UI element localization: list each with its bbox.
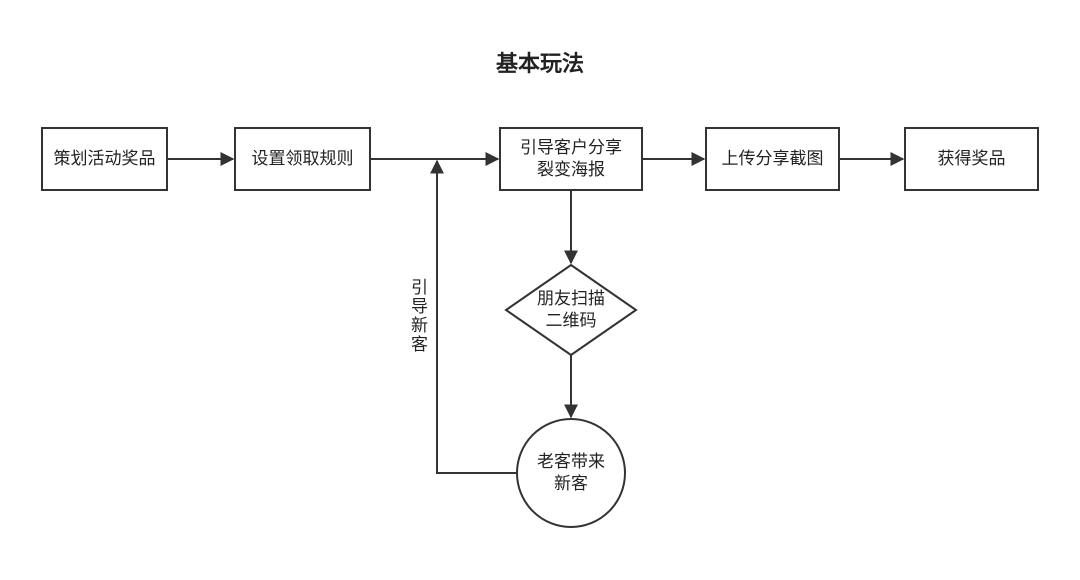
- edge-referral-loop-back: [430, 159, 517, 474]
- node-upload-screenshot-shape: [705, 127, 840, 191]
- node-set-rules-label: 设置领取规则: [251, 149, 354, 169]
- diagram-title: 基本玩法: [495, 52, 584, 77]
- node-share-poster-shape: [499, 127, 643, 191]
- node-set-rules-shape: [234, 127, 371, 191]
- node-scan-qr-label: 朋友扫描二维码: [537, 289, 605, 331]
- node-get-prize-label: 获得奖品: [937, 149, 1006, 169]
- node-share-poster-label: 引导客户分享裂变海报: [520, 138, 622, 180]
- node-plan-prize-shape: [41, 127, 168, 191]
- node-upload-screenshot-label: 上传分享截图: [721, 149, 824, 169]
- edge-loop-label: 引导新客: [407, 278, 427, 354]
- node-get-prize-shape: [904, 127, 1039, 191]
- node-plan-prize-label: 策划活动奖品: [53, 149, 156, 169]
- node-referral-label: 老客带来新客: [537, 452, 605, 494]
